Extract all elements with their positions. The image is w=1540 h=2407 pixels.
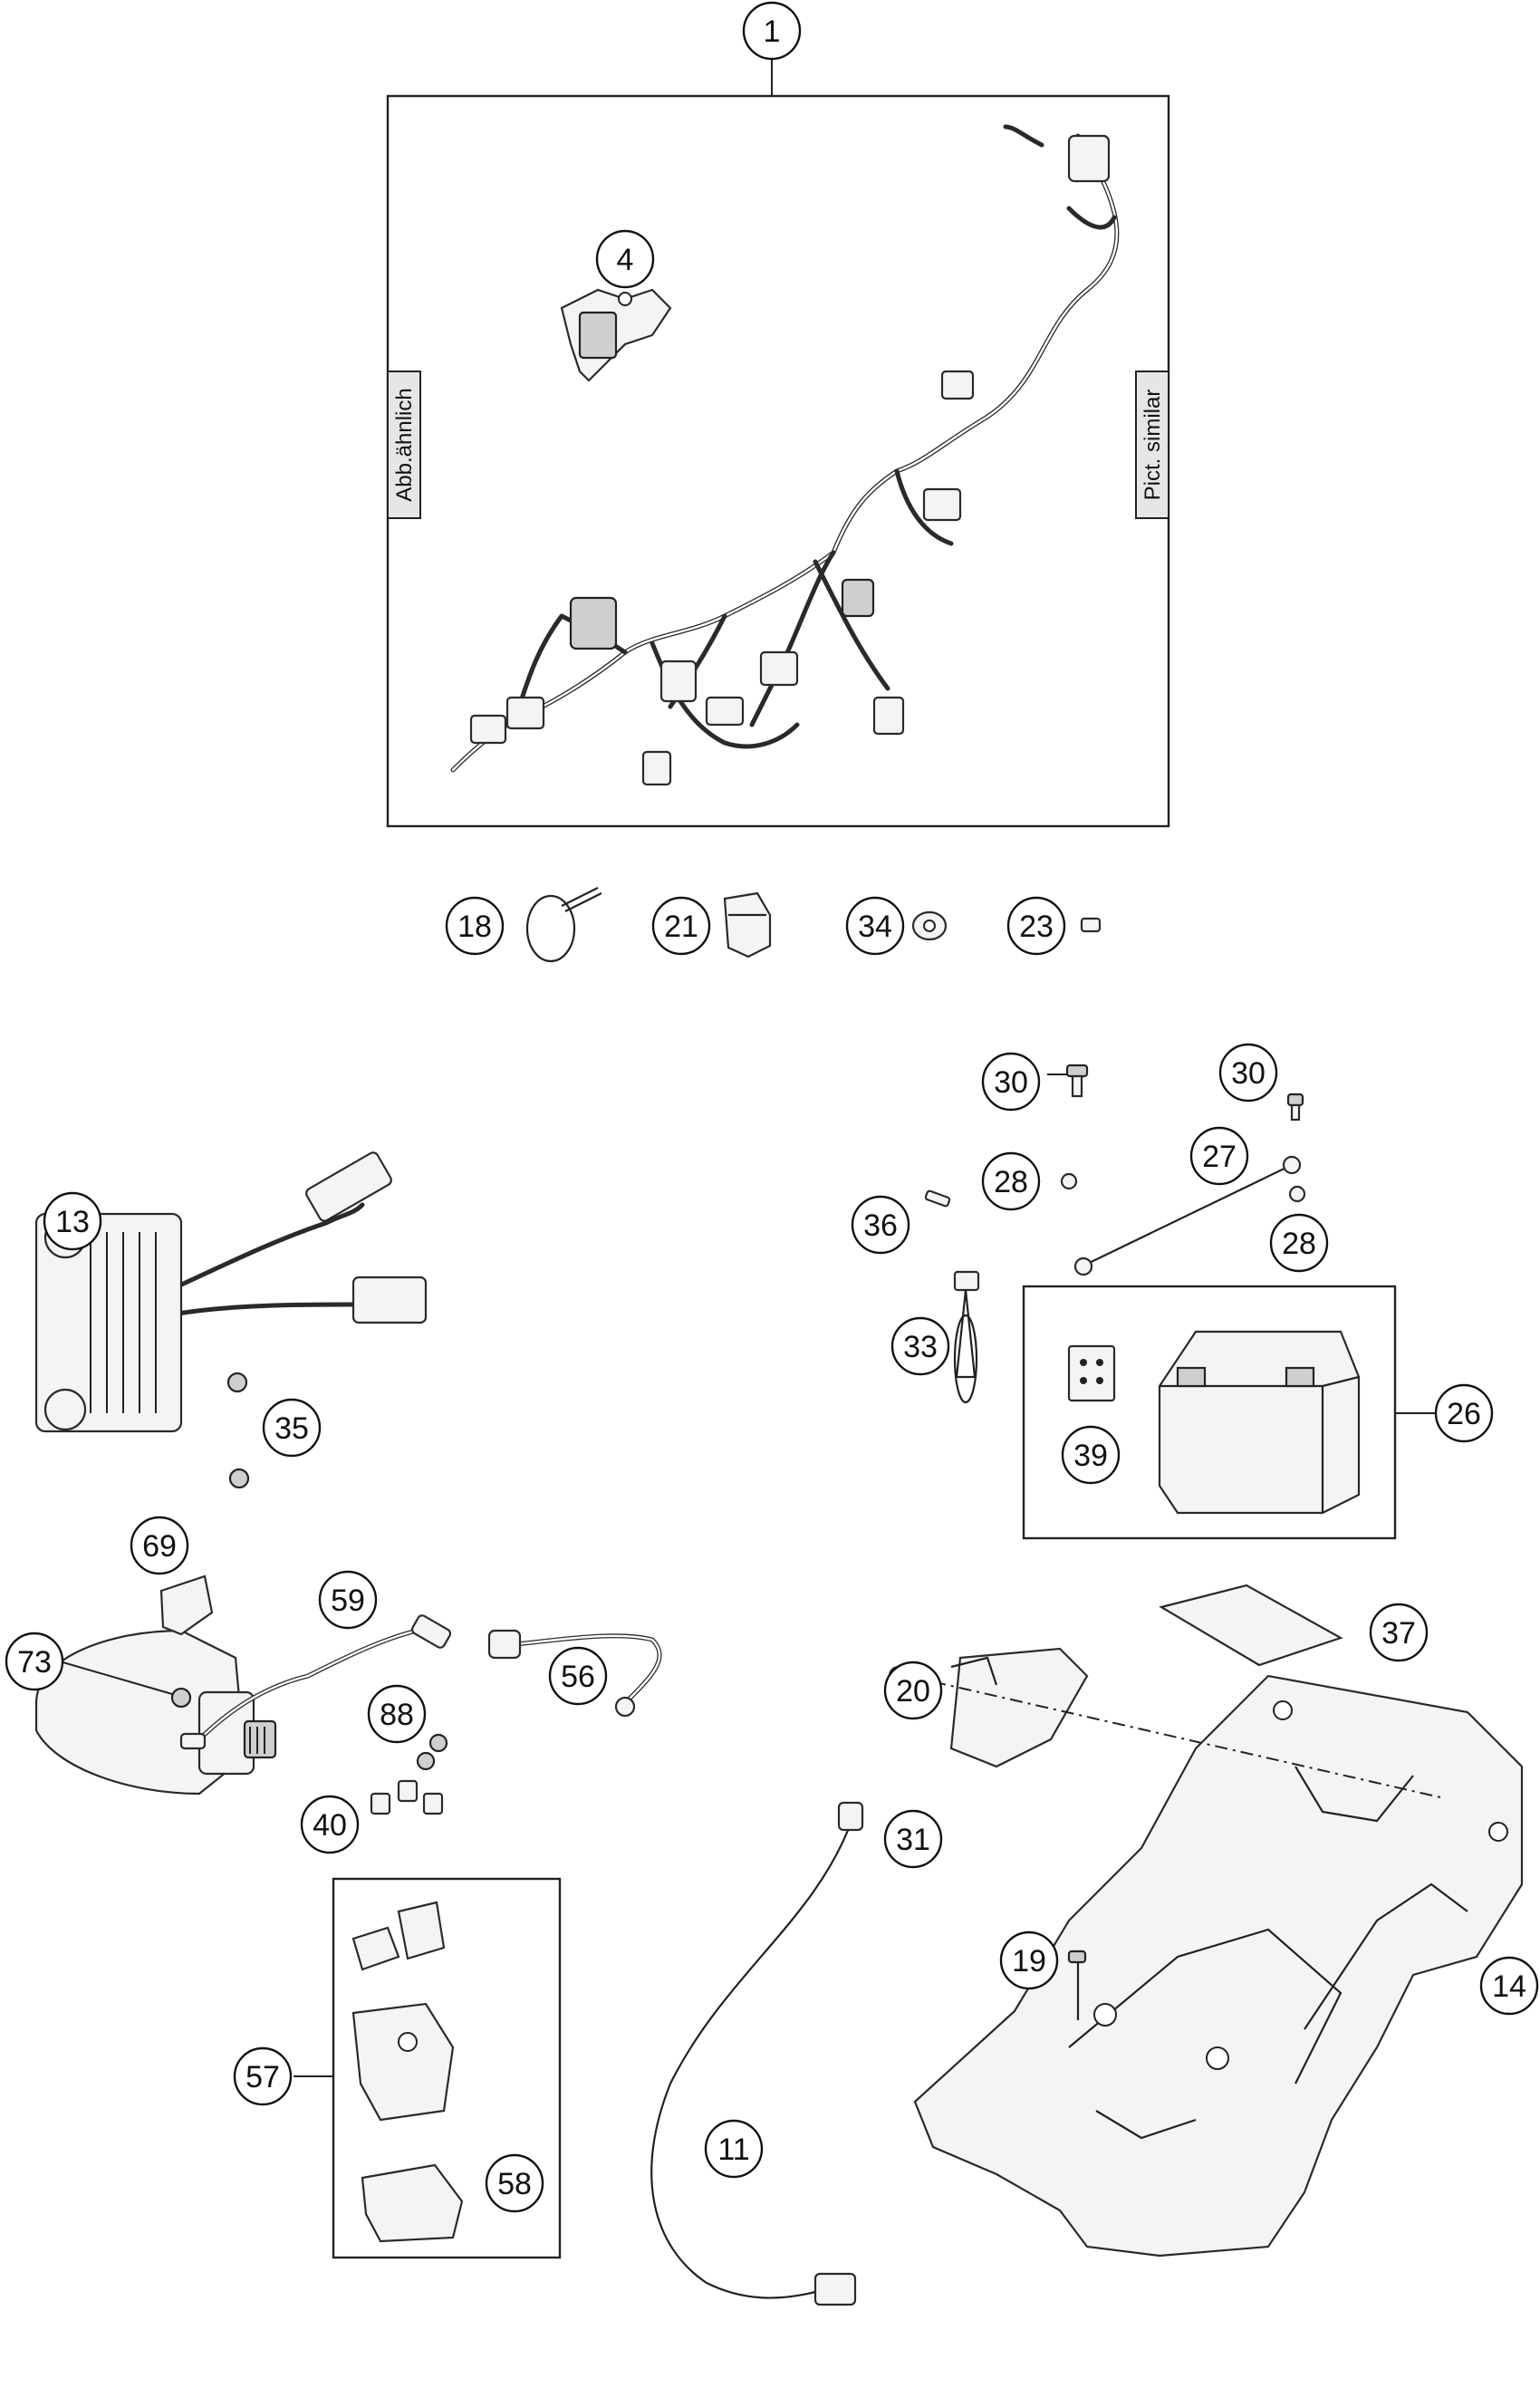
wiring-harness-kit-frame: Abb.ähnlich Pict. similar [386, 53, 1170, 828]
wiring-harness [450, 124, 1120, 786]
screw-88 [416, 1733, 448, 1771]
callout-label-26: 26 [1447, 1397, 1481, 1431]
callout-circle-58 [485, 2153, 544, 2213]
battery-pad [1159, 1584, 1343, 1667]
screw-36 [924, 1189, 951, 1208]
callout-label-57: 57 [245, 2060, 280, 2094]
callout-label-30: 30 [1231, 1056, 1266, 1091]
battery-cable [1073, 1155, 1302, 1276]
callout-label-19: 19 [1012, 1944, 1046, 1979]
ground-cable-56 [487, 1629, 662, 1718]
callout-label-40: 40 [313, 1808, 347, 1843]
callout-label-39: 39 [1073, 1439, 1108, 1473]
starter-cap-69 [159, 1574, 214, 1636]
callout-label-35: 35 [274, 1411, 309, 1446]
callout-circle-4 [595, 229, 655, 289]
callout-label-23: 23 [1019, 910, 1054, 944]
callout-circle-20 [883, 1661, 943, 1720]
callout-circle-35 [262, 1398, 322, 1458]
callout-circle-34 [845, 896, 905, 956]
callout-circle-39 [1061, 1425, 1121, 1485]
side-label-left: Abb.ähnlich [392, 388, 417, 501]
callout-label-34: 34 [858, 910, 892, 944]
battery-box [913, 1674, 1524, 2258]
callout-circle-31 [883, 1809, 943, 1869]
callout-label-73: 73 [17, 1645, 52, 1680]
connector-cover [723, 891, 772, 958]
callout-label-20: 20 [896, 1674, 930, 1709]
screw-19 [1067, 1950, 1087, 2020]
nut-73 [59, 1661, 192, 1709]
callout-circle-11 [704, 2119, 764, 2179]
callout-circle-73 [5, 1632, 64, 1691]
callout-circle-19 [999, 1930, 1059, 1990]
callout-label-11: 11 [717, 2133, 749, 2167]
callout-label-69: 69 [142, 1529, 177, 1564]
sensor-cable [650, 1801, 864, 2306]
battery-screws-and-washers [1060, 1064, 1306, 1203]
callout-circle-23 [1006, 896, 1066, 956]
callout-label-37: 37 [1381, 1616, 1416, 1651]
battery-strap [953, 1270, 980, 1404]
cable-holder [1080, 917, 1102, 933]
cable-clip [911, 910, 948, 941]
callout-label-59: 59 [331, 1584, 365, 1618]
callout-circle-13 [43, 1191, 102, 1251]
callout-label-36: 36 [863, 1208, 898, 1243]
battery-label [1067, 1344, 1116, 1402]
cable-tie [525, 887, 602, 963]
regulator-screws [226, 1372, 250, 1489]
starter-relay [351, 1901, 464, 2243]
callout-circle-57 [233, 2046, 293, 2106]
callout-circle-28 [981, 1151, 1041, 1211]
callout-circle-18 [445, 896, 505, 956]
callout-circle-1 [742, 1, 802, 61]
callout-label-33: 33 [903, 1330, 938, 1364]
fuses-40 [370, 1779, 444, 1815]
starter-motor [34, 1629, 277, 1796]
callout-label-14: 14 [1492, 1969, 1526, 2004]
callout-label-28: 28 [994, 1165, 1028, 1199]
callout-circle-28 [1269, 1213, 1329, 1273]
callout-circle-56 [548, 1646, 608, 1706]
callout-circle-59 [318, 1570, 378, 1630]
callout-label-18: 18 [457, 910, 492, 944]
callout-circle-33 [890, 1316, 950, 1376]
harness-bracket [560, 288, 672, 382]
callout-circle-21 [651, 896, 711, 956]
callout-circle-27 [1189, 1126, 1249, 1186]
callout-label-4: 4 [617, 243, 634, 277]
fuse-holder-31 [949, 1647, 1089, 1768]
callout-circle-30 [1218, 1043, 1278, 1102]
callout-label-27: 27 [1202, 1140, 1237, 1174]
starter-relay-kit-frame [294, 1877, 562, 2259]
battery-kit-frame [1022, 1285, 1437, 1540]
starter-cable-59 [179, 1614, 452, 1750]
callout-circle-26 [1434, 1383, 1494, 1443]
callout-label-1: 1 [764, 14, 781, 49]
callout-label-28: 28 [1282, 1227, 1316, 1261]
callout-circle-69 [130, 1516, 189, 1575]
battery [1158, 1330, 1361, 1515]
callout-label-31: 31 [896, 1823, 930, 1857]
callout-label-56: 56 [561, 1660, 595, 1694]
callout-circle-88 [367, 1684, 427, 1744]
callout-label-58: 58 [497, 2167, 532, 2201]
callout-circle-30 [981, 1052, 1041, 1112]
callout-circle-40 [300, 1795, 360, 1854]
callout-label-30: 30 [994, 1065, 1028, 1100]
callout-circle-36 [851, 1195, 910, 1255]
callout-label-13: 13 [55, 1205, 90, 1239]
side-label-right: Pict. similar [1141, 390, 1165, 501]
callout-circle-37 [1369, 1603, 1429, 1662]
callout-circle-14 [1479, 1956, 1539, 2016]
callout-label-88: 88 [380, 1698, 414, 1732]
callout-label-21: 21 [664, 910, 698, 944]
